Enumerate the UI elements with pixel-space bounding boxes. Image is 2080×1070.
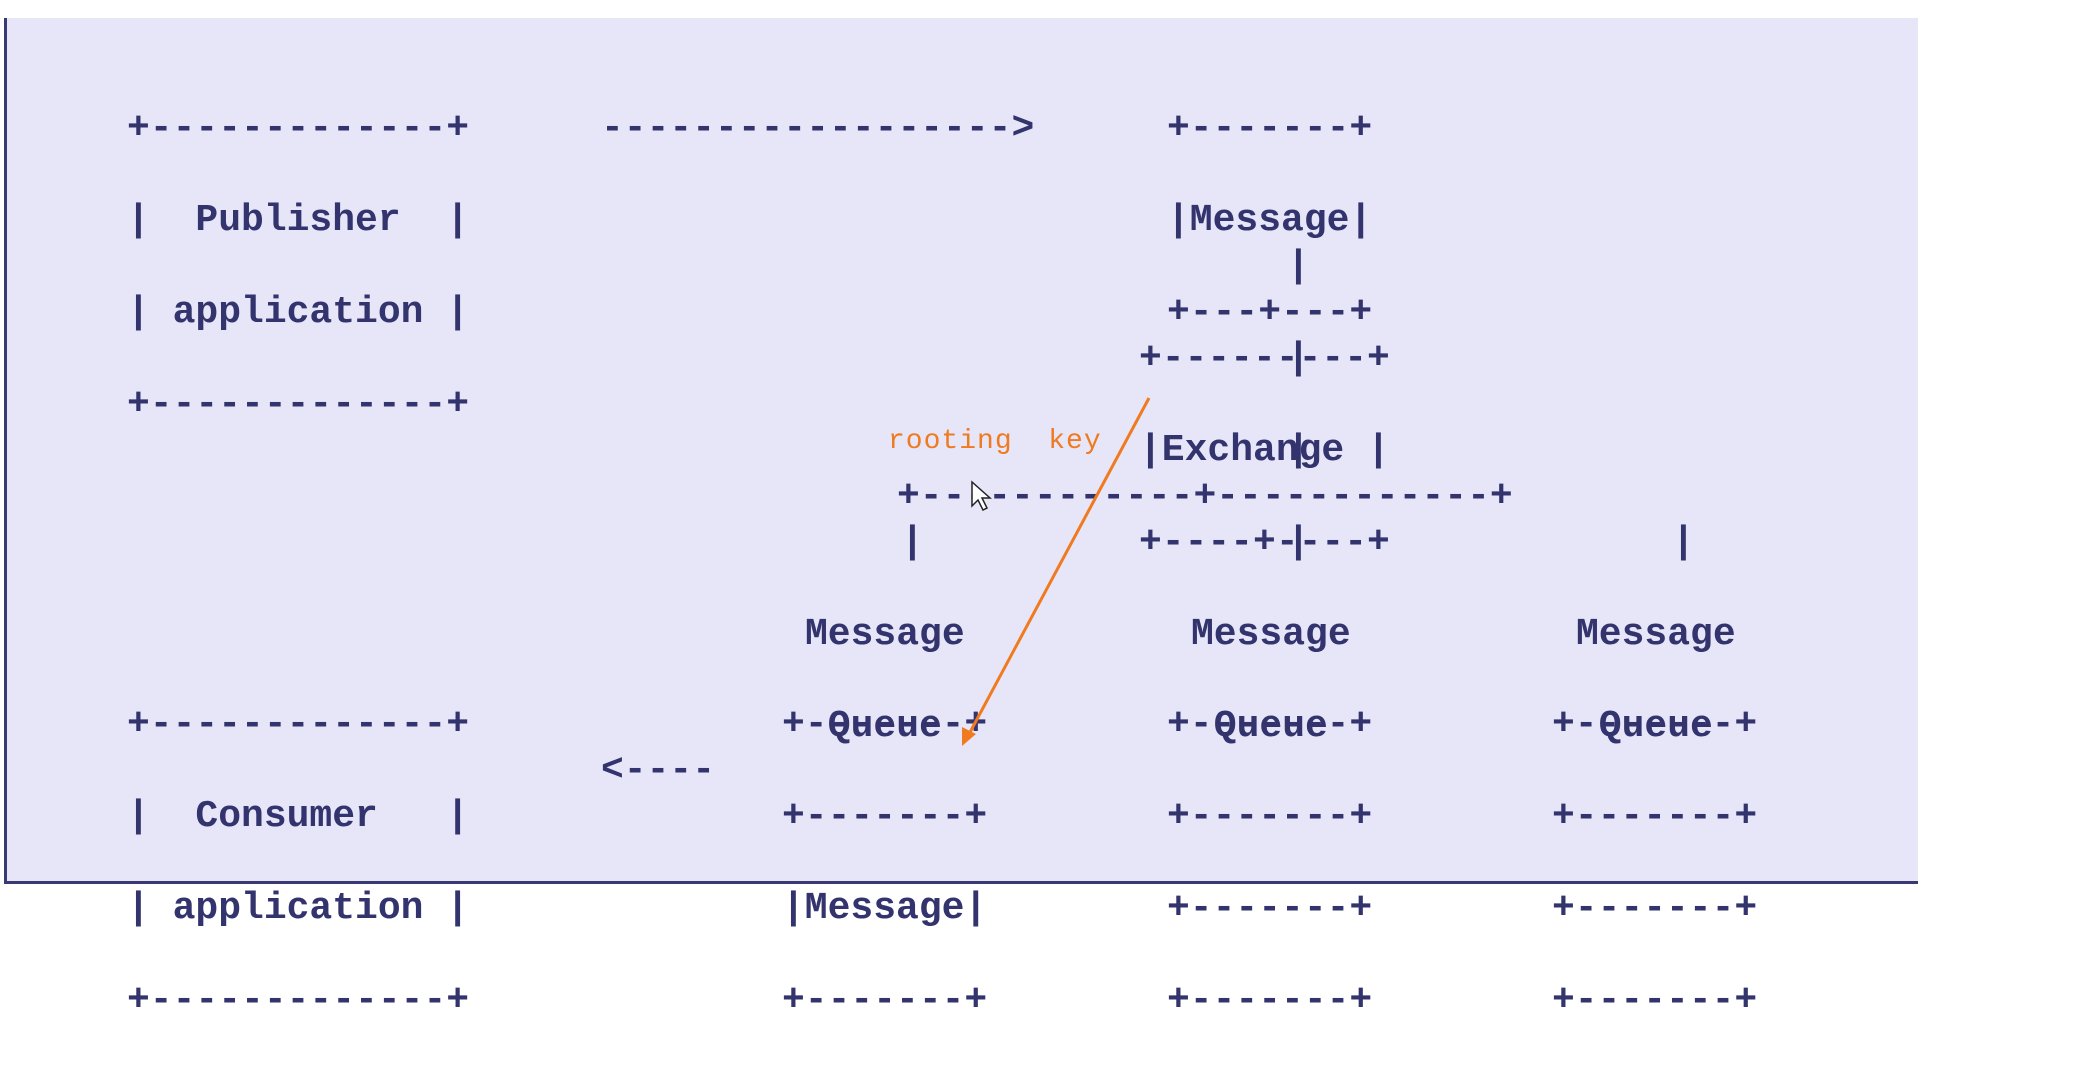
queue-slot: +-------+ (1167, 795, 1373, 838)
publisher-label-line-1: | Publisher | (127, 199, 470, 242)
queue-slot: +-------+ (782, 979, 988, 1022)
queue-label-word: Queue (827, 705, 942, 748)
message-top-bottom-border: +---+---+ (1167, 291, 1373, 334)
queue-slot: +-------+ (1552, 703, 1758, 746)
branch-drop-right: | (1672, 521, 1695, 564)
mouse-cursor-icon (971, 480, 992, 512)
rooting-key-arrow-line (966, 397, 1151, 737)
consumer-label-line-1: | Consumer | (127, 795, 470, 838)
queue-slot: +-------+ (1167, 703, 1373, 746)
queue-slot: +-------+ (1167, 979, 1373, 1022)
publisher-to-message-arrow: ------------------> (601, 107, 1035, 150)
rooting-key-annotation: rooting key (888, 426, 1102, 457)
publisher-box: +-------------+ | Publisher | | applicat… (127, 60, 469, 474)
publisher-label-line-2: | application | (127, 291, 470, 334)
queue-slot: +-------+ (782, 795, 988, 838)
queue-slot: +-------+ (1552, 979, 1758, 1022)
exchange-bottom-border: +----+----+ (1139, 521, 1390, 564)
publisher-top-border: +-------------+ (127, 107, 470, 150)
exchange-to-branch-connector: | (1287, 429, 1310, 472)
queue-label-word: Message (1191, 613, 1351, 656)
message-top-border: +-------+ (1167, 107, 1373, 150)
connector-segment: | (1287, 245, 1310, 288)
rooting-key-arrowhead (962, 727, 976, 746)
queue-label-right: Message Queue (1576, 566, 1736, 796)
queue-slot: +-------+ (1552, 795, 1758, 838)
queue-label-word: Message (1576, 613, 1736, 656)
queue-label-word: Queue (1213, 705, 1328, 748)
consumer-bottom-border: +-------------+ (127, 979, 470, 1022)
queue-label-word: Queue (1598, 705, 1713, 748)
message-to-exchange-connector: | | (1287, 198, 1310, 428)
message-box-top: +-------+ |Message| +---+---+ (1167, 60, 1372, 382)
diagram-panel (4, 18, 1918, 884)
queue-label-left: Message Queue (805, 566, 965, 796)
queue-slot: +-------+ (782, 703, 988, 746)
exchange-box: +---------+ |Exchange | +----+----+ (1139, 290, 1390, 612)
exchange-label: |Exchange | (1139, 429, 1390, 472)
publisher-bottom-border: +-------------+ (127, 383, 470, 426)
queue-to-consumer-arrow: <---- (601, 749, 716, 792)
exchange-top-border: +---------+ (1139, 337, 1390, 380)
message-top-label: |Message| (1167, 199, 1373, 242)
branch-drop-middle: | (1287, 521, 1310, 564)
annotation-overlay (962, 397, 1151, 746)
queue-label-middle: Message Queue (1191, 566, 1351, 796)
branch-line: +------------+------------+ (897, 475, 1513, 518)
branch-drop-left: | (901, 521, 924, 564)
connector-segment: | (1287, 337, 1310, 380)
queue-label-word: Message (805, 613, 965, 656)
consumer-top-border: +-------------+ (127, 703, 470, 746)
